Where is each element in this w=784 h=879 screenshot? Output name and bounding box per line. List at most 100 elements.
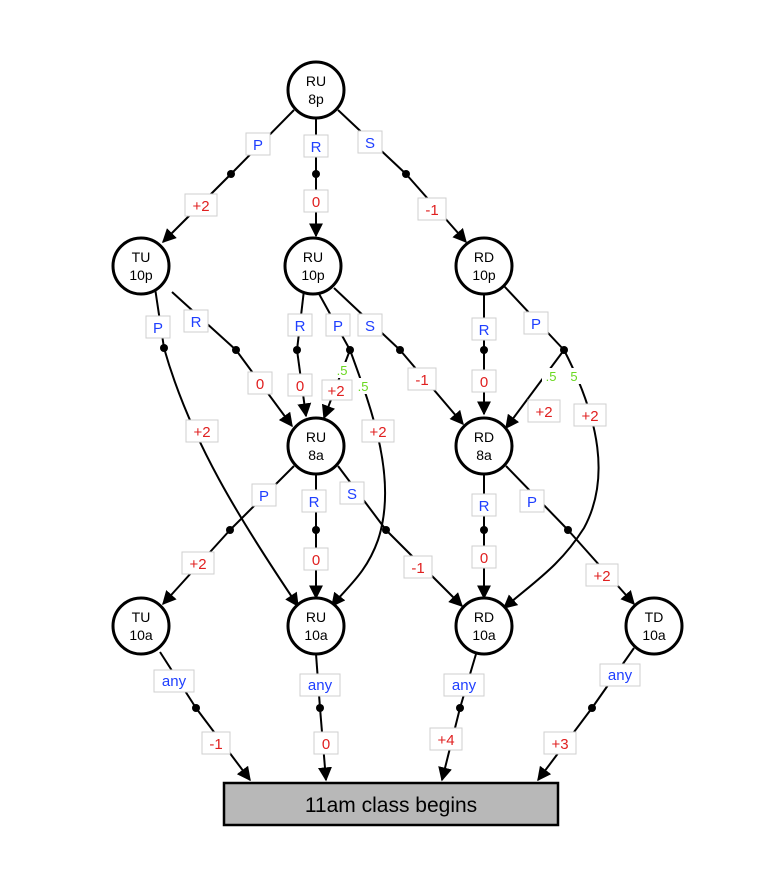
svg-text:S: S bbox=[347, 486, 357, 503]
reward-label: +2 bbox=[527, 399, 561, 423]
svg-text:+2: +2 bbox=[192, 198, 209, 215]
action-label: any bbox=[153, 669, 195, 693]
svg-text:10a: 10a bbox=[304, 627, 328, 643]
reward-label: 0 bbox=[471, 369, 497, 393]
action-label: R bbox=[303, 134, 329, 158]
reward-label: 0 bbox=[471, 545, 497, 569]
svg-text:5: 5 bbox=[570, 369, 577, 384]
svg-text:0: 0 bbox=[312, 552, 320, 569]
edge-rd10a-any bbox=[438, 653, 477, 782]
chance-dot bbox=[312, 526, 320, 534]
svg-text:RU: RU bbox=[303, 249, 323, 265]
edge-ru10p-study bbox=[333, 287, 464, 426]
svg-text:RD: RD bbox=[474, 429, 494, 445]
action-label: P bbox=[251, 483, 277, 507]
nodes: RU 8p TU 10p RU 10p RD 10p RU 8a RD 8a bbox=[111, 60, 684, 656]
chance-dot bbox=[456, 704, 464, 712]
chance-dot bbox=[346, 346, 354, 354]
svg-text:+2: +2 bbox=[193, 424, 210, 441]
svg-text:P: P bbox=[153, 320, 163, 337]
svg-text:TD: TD bbox=[645, 609, 664, 625]
svg-text:-1: -1 bbox=[209, 736, 222, 753]
chance-dot bbox=[232, 346, 240, 354]
svg-text:R: R bbox=[309, 494, 320, 511]
state-node-rd8a: RD 8a bbox=[454, 416, 514, 476]
svg-text:8a: 8a bbox=[476, 447, 492, 463]
action-label: P bbox=[145, 315, 171, 339]
svg-text:0: 0 bbox=[312, 194, 320, 211]
svg-text:+2: +2 bbox=[593, 568, 610, 585]
svg-text:10a: 10a bbox=[642, 627, 666, 643]
chance-dot bbox=[227, 170, 235, 178]
svg-text:+2: +2 bbox=[189, 556, 206, 573]
svg-text:RU: RU bbox=[306, 609, 326, 625]
svg-text:-1: -1 bbox=[411, 560, 424, 577]
probability-label: .5 bbox=[334, 362, 350, 378]
svg-text:0: 0 bbox=[296, 378, 304, 395]
chance-dot bbox=[312, 170, 320, 178]
chance-dot bbox=[226, 526, 234, 534]
probability-label: .5 bbox=[542, 368, 560, 384]
chance-dot bbox=[316, 704, 324, 712]
edge-rd10p-rest bbox=[477, 292, 491, 416]
svg-text:any: any bbox=[452, 677, 477, 694]
svg-text:R: R bbox=[479, 498, 490, 515]
state-node-rd10a: RD 10a bbox=[454, 596, 514, 656]
svg-text:0: 0 bbox=[480, 374, 488, 391]
action-label: S bbox=[357, 130, 383, 154]
action-label: P bbox=[519, 489, 545, 513]
action-label: P bbox=[523, 311, 549, 335]
svg-text:0: 0 bbox=[322, 736, 330, 753]
svg-text:.5: .5 bbox=[546, 369, 557, 384]
reward-label: +2 bbox=[185, 419, 219, 443]
svg-text:+4: +4 bbox=[437, 732, 454, 749]
terminal-label: 11am class begins bbox=[305, 794, 477, 817]
reward-label: +4 bbox=[429, 727, 463, 751]
action-label: S bbox=[339, 481, 365, 505]
action-label: R bbox=[287, 313, 313, 337]
svg-text:+3: +3 bbox=[551, 736, 568, 753]
svg-text:S: S bbox=[365, 318, 375, 335]
edge-tu10p-party bbox=[154, 287, 299, 608]
chance-dot bbox=[293, 346, 301, 354]
action-label: S bbox=[357, 313, 383, 337]
reward-label: 0 bbox=[247, 371, 273, 395]
state-node-ru8a: RU 8a bbox=[286, 416, 346, 476]
reward-label: +2 bbox=[184, 193, 218, 217]
svg-text:R: R bbox=[295, 318, 306, 335]
svg-text:TU: TU bbox=[132, 609, 151, 625]
reward-label: -1 bbox=[407, 367, 437, 391]
edge-rd10p-party bbox=[502, 285, 600, 609]
svg-text:P: P bbox=[527, 494, 537, 511]
state-node-td10a: TD 10a bbox=[624, 596, 684, 656]
svg-text:RU: RU bbox=[306, 429, 326, 445]
reward-label: +2 bbox=[361, 419, 395, 443]
svg-text:+2: +2 bbox=[535, 404, 552, 421]
svg-text:R: R bbox=[311, 139, 322, 156]
state-node-ru8p: RU 8p bbox=[286, 60, 346, 120]
reward-label: -1 bbox=[201, 731, 231, 755]
action-label: R bbox=[471, 317, 497, 341]
svg-text:-1: -1 bbox=[415, 372, 428, 389]
chance-dot bbox=[402, 170, 410, 178]
edge-ru8p-study bbox=[337, 109, 467, 244]
chance-dot bbox=[480, 526, 488, 534]
reward-label: 0 bbox=[303, 547, 329, 571]
svg-text:10a: 10a bbox=[472, 627, 496, 643]
svg-text:8p: 8p bbox=[308, 91, 324, 107]
svg-text:0: 0 bbox=[256, 376, 264, 393]
action-label: P bbox=[325, 313, 351, 337]
svg-text:10p: 10p bbox=[472, 267, 496, 283]
action-label: P bbox=[245, 132, 271, 156]
edge-labels: P R S +2 0 -1 P R R P S R P .5 .5 .5 5 +… bbox=[145, 130, 641, 755]
reward-label: +2 bbox=[321, 379, 353, 401]
chance-dot bbox=[480, 346, 488, 354]
svg-text:+2: +2 bbox=[369, 424, 386, 441]
action-label: any bbox=[299, 673, 341, 697]
action-label: any bbox=[443, 673, 485, 697]
svg-text:any: any bbox=[162, 673, 187, 690]
svg-text:P: P bbox=[333, 318, 343, 335]
action-label: R bbox=[471, 493, 497, 517]
svg-text:.5: .5 bbox=[358, 379, 369, 394]
